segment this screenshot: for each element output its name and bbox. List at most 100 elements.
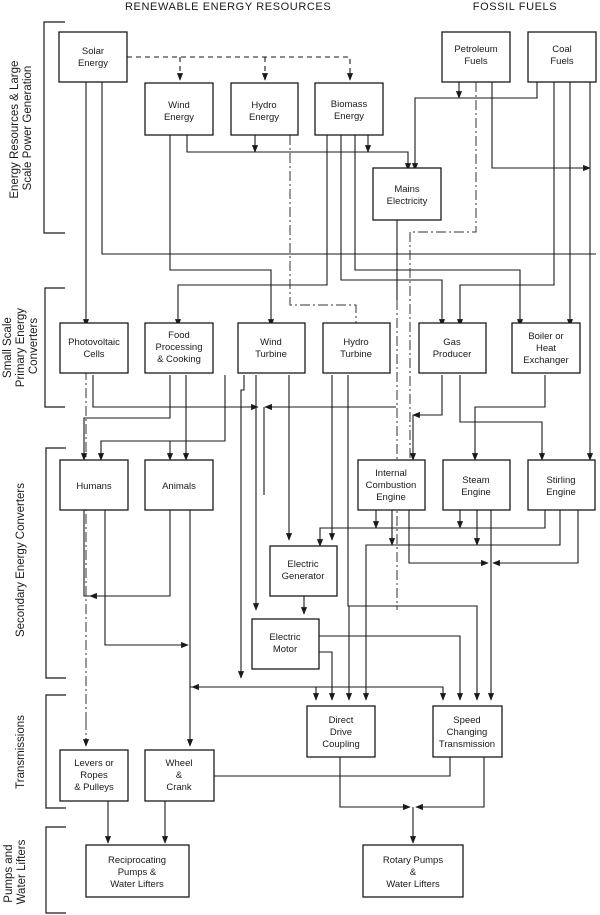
bus-to-direct-drive <box>190 686 320 701</box>
biomass-to-boiler <box>354 135 524 327</box>
side-label-energy-resources: Energy Resources & Large Scale Power Gen… <box>9 57 34 198</box>
side-label-small-scale: Small Scale Primary Energy Converters <box>2 305 40 387</box>
engines-to-generator <box>316 510 546 547</box>
bracket-small-scale <box>44 287 65 408</box>
motor-to-speed <box>319 635 464 701</box>
box-humans: Humans <box>59 459 129 511</box>
bus-to-humans <box>97 375 226 461</box>
hydro-turbine-to-direct <box>345 375 353 701</box>
hydro-to-speed <box>349 605 481 701</box>
boiler-to-steam <box>471 375 546 461</box>
header-renewable: RENEWABLE ENERGY RESOURCES <box>125 1 331 13</box>
petroleum-to-ice <box>409 82 477 460</box>
biomass-to-gas-producer <box>340 135 446 327</box>
bracket-secondary <box>45 447 66 679</box>
food-to-humans <box>80 375 171 461</box>
speed-to-rotary-bus <box>415 757 485 811</box>
wind-to-mains <box>186 135 412 171</box>
hydro-to-hydro-turbine <box>289 135 357 326</box>
svg-text:Rotary Pumps&Water Lifters: Rotary Pumps&Water Lifters <box>383 855 443 890</box>
bracket-pumps <box>45 826 66 914</box>
photovoltaic-to-bus <box>92 375 259 411</box>
wind-turbine-to-direct <box>237 375 245 679</box>
wind-to-wind-turbine <box>169 135 275 327</box>
svg-text:Humans: Humans <box>76 481 112 492</box>
bus-to-speed-changing <box>316 686 447 701</box>
humans-to-wheel-line <box>104 510 189 649</box>
box-wheel-crank: Wheel&Crank <box>144 749 215 802</box>
svg-text:Animals: Animals <box>162 481 196 492</box>
speed-to-wheel-line <box>190 757 451 777</box>
connectors <box>80 56 596 844</box>
side-label-transmissions: Transmissions <box>15 715 27 789</box>
ice-to-speed-bus <box>408 510 489 567</box>
motor-to-direct <box>319 651 336 701</box>
box-rotary-pumps: Rotary Pumps&Water Lifters <box>362 844 464 898</box>
engines-to-direct <box>362 510 561 701</box>
humans-animals-loop <box>83 510 171 597</box>
gas-to-stirling <box>459 375 546 461</box>
petroleum-to-stirling-bus <box>491 82 591 172</box>
side-label-pumps: Pumps and Water Lifters <box>3 839 28 904</box>
solar-to-biomass-dashed <box>127 56 354 81</box>
gas-to-ice-line <box>412 375 443 419</box>
direct-to-rotary-bus <box>339 757 411 811</box>
biomass-to-food <box>174 135 328 327</box>
coal-to-mains <box>411 82 538 171</box>
side-label-secondary: Secondary Energy Converters <box>15 483 27 637</box>
solar-main-bus <box>101 82 596 255</box>
coal-to-gas-producer <box>456 82 555 327</box>
bracket-transmissions <box>45 694 66 809</box>
svg-text:Wheel&Crank: Wheel&Crank <box>166 758 193 793</box>
stirling-to-speed-bus <box>492 510 579 567</box>
side-brackets <box>43 21 66 914</box>
header-fossil: FOSSIL FUELS <box>473 1 557 13</box>
bracket-energy-resources <box>43 21 65 234</box>
